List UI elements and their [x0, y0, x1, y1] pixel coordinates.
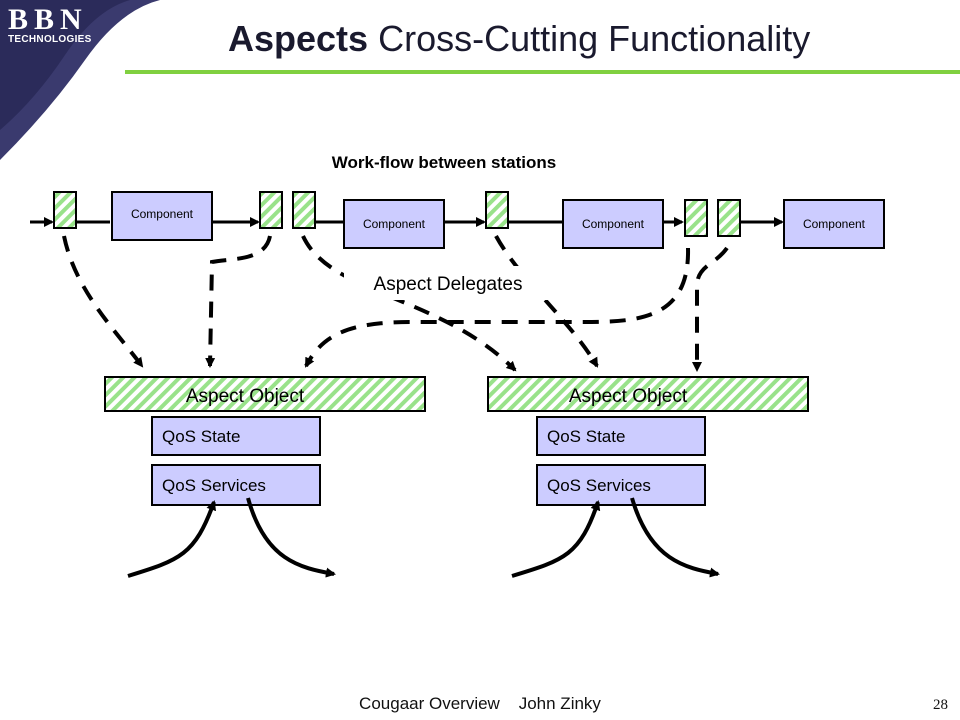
service-out-arrow-1 [246, 497, 336, 578]
delegate-box-5 [684, 199, 708, 237]
component-label-3: Component [582, 217, 645, 231]
service-in-arrow-2 [511, 500, 601, 578]
delegate-box-1 [53, 191, 77, 229]
qos-state-label-1: QoS State [162, 427, 240, 446]
qos-services-label-1: QoS Services [162, 476, 266, 495]
component-box-3 [562, 199, 664, 249]
component-box-1 [111, 191, 213, 241]
workflow-label: Work-flow between stations [332, 153, 557, 172]
delegate-boxes [53, 191, 741, 237]
aspect-object-label-1: Aspect Object [186, 386, 305, 407]
aspect-object-group-1: Aspect Object QoS State QoS Services [104, 376, 426, 506]
component-box-2 [343, 199, 445, 249]
service-out-arrow-2 [630, 497, 720, 578]
footer-text: Cougaar Overview John Zinky [359, 694, 601, 713]
component-box-4 [783, 199, 885, 249]
delegate-box-4 [485, 191, 509, 229]
qos-state-box-2 [536, 416, 706, 456]
service-flow-arrows [127, 497, 720, 578]
aspect-object-bar-2 [487, 376, 809, 412]
title-bold: Aspects [228, 18, 369, 59]
qos-services-label-2: QoS Services [547, 476, 651, 495]
delegates-label: Aspect Delegates [374, 274, 523, 295]
component-boxes: Component Component Component Component [111, 191, 885, 249]
aspect-object-label-2: Aspect Object [569, 386, 688, 407]
bbn-logo: BBN TECHNOLOGIES [8, 3, 92, 46]
aspect-object-group-2: Aspect Object QoS State QoS Services [487, 376, 809, 506]
page-title: Aspects Cross-Cutting Functionality [228, 18, 810, 60]
component-label-1: Component [131, 207, 194, 221]
component-label-4: Component [803, 217, 866, 231]
qos-state-box-1 [151, 416, 321, 456]
delegate-box-2 [259, 191, 283, 229]
service-in-arrow-1 [127, 500, 217, 578]
title-rule [125, 70, 960, 74]
page-number: 28 [933, 697, 948, 713]
qos-state-label-2: QoS State [547, 427, 625, 446]
qos-services-box-2 [536, 464, 706, 506]
title-rest: Cross-Cutting Functionality [378, 18, 811, 59]
aspect-object-bar-1 [104, 376, 426, 412]
component-label-2: Component [363, 217, 426, 231]
corner-decoration [0, 0, 160, 160]
delegate-box-3 [292, 191, 316, 229]
delegates-label-bg [344, 266, 548, 300]
delegate-box-6 [717, 199, 741, 237]
qos-services-box-1 [151, 464, 321, 506]
delegate-arrows [62, 235, 729, 372]
